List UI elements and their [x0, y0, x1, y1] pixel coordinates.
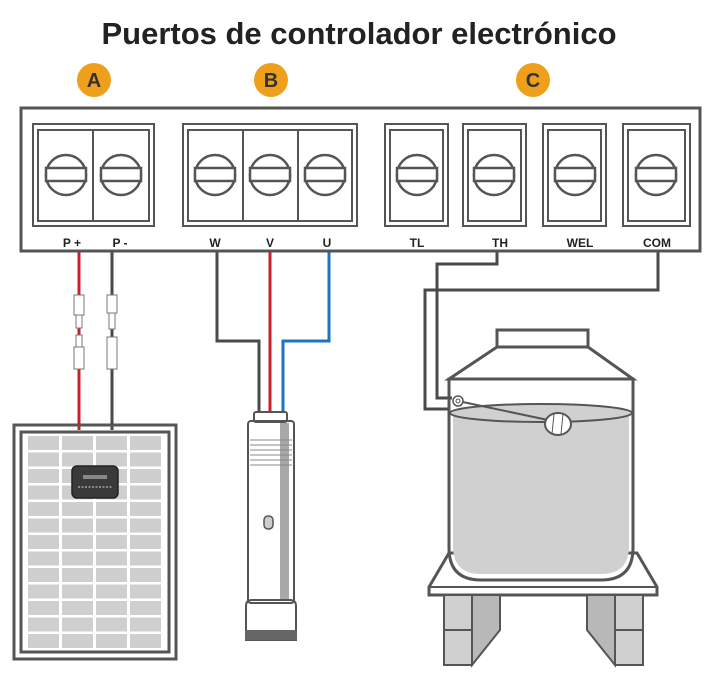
screw-icon: [303, 153, 347, 197]
solar-panel-icon: [12, 423, 178, 661]
solar-cell: [28, 617, 59, 632]
solar-cell: [96, 617, 127, 632]
solar-cell: [62, 535, 93, 549]
svg-text:C: C: [526, 70, 540, 92]
port-label-v: V: [266, 236, 274, 250]
solar-cell: [62, 502, 93, 516]
solar-cell: [62, 568, 93, 582]
mc4-connectors: [73, 294, 118, 370]
solar-cell: [130, 584, 161, 599]
solar-cell: [130, 518, 161, 533]
solar-cell: [28, 584, 59, 599]
badge-b: B: [254, 63, 288, 97]
port-label-u: U: [323, 236, 332, 250]
badge-a: A: [77, 63, 111, 97]
solar-cell: [28, 601, 59, 615]
badge-c: C: [516, 63, 550, 97]
solar-cell: [130, 535, 161, 549]
screw-icon: [44, 153, 88, 197]
port-label-wel: WEL: [567, 236, 594, 250]
solar-cell: [62, 601, 93, 615]
solar-cell: [130, 551, 161, 566]
controller-box: [19, 106, 702, 253]
screw-icon: [472, 153, 516, 197]
port-label-com: COM: [643, 236, 671, 250]
solar-cell: [96, 551, 127, 566]
port-label-p-plus: P +: [63, 236, 81, 250]
solar-cell: [62, 551, 93, 566]
terminal-th: [462, 123, 527, 227]
screw-icon: [634, 153, 678, 197]
svg-text:B: B: [264, 70, 278, 92]
solar-cell: [96, 452, 127, 467]
solar-cell: [96, 535, 127, 549]
screw-icon: [99, 153, 143, 197]
solar-cell: [130, 601, 161, 615]
solar-cell: [130, 452, 161, 467]
solar-cell: [28, 469, 59, 483]
solar-cell: [28, 502, 59, 516]
solar-cell: [28, 485, 59, 500]
terminal-wel: [542, 123, 607, 227]
solar-cell: [130, 469, 161, 483]
solar-cell: [28, 452, 59, 467]
solar-cell: [62, 452, 93, 467]
solar-cell: [28, 568, 59, 582]
terminal-com: [622, 123, 691, 227]
solar-cell: [28, 518, 59, 533]
screws: [44, 153, 678, 197]
port-label-tl: TL: [410, 236, 425, 250]
solar-cell: [28, 634, 59, 648]
solar-cell: [96, 518, 127, 533]
terminal-block-b: [182, 123, 358, 227]
port-label-w: W: [209, 236, 221, 250]
solar-cell: [62, 584, 93, 599]
solar-cell: [96, 568, 127, 582]
screw-icon: [248, 153, 292, 197]
solar-cell: [28, 551, 59, 566]
solar-cell: [96, 601, 127, 615]
solar-cell: [62, 518, 93, 533]
solar-cell: [62, 634, 93, 648]
solar-cell: [96, 436, 127, 450]
terminal-block-a: [32, 123, 155, 227]
solar-cell: [96, 502, 127, 516]
solar-cell: [28, 535, 59, 549]
solar-cell: [130, 436, 161, 450]
solar-cell: [96, 634, 127, 648]
solar-cell: [130, 617, 161, 632]
solar-cell: [130, 485, 161, 500]
solar-cell: [130, 502, 161, 516]
solar-cell: [96, 584, 127, 599]
port-label-p-minus: P -: [112, 236, 127, 250]
solar-cell: [28, 436, 59, 450]
port-label-th: TH: [492, 236, 508, 250]
diagram-title: Puertos de controlador electrónico: [101, 16, 616, 51]
sensor-wires: [423, 251, 660, 411]
water-tank-icon: [427, 328, 659, 668]
terminal-tl: [384, 123, 449, 227]
solar-cell: [130, 634, 161, 648]
solar-cell: [62, 617, 93, 632]
solar-cell: [62, 436, 93, 450]
pump-wires: [215, 251, 331, 412]
screw-icon: [193, 153, 237, 197]
solar-cell: [130, 568, 161, 582]
svg-text:A: A: [87, 70, 101, 92]
screw-icon: [395, 153, 439, 197]
screw-icon: [553, 153, 597, 197]
submersible-pump-icon: [245, 411, 297, 641]
